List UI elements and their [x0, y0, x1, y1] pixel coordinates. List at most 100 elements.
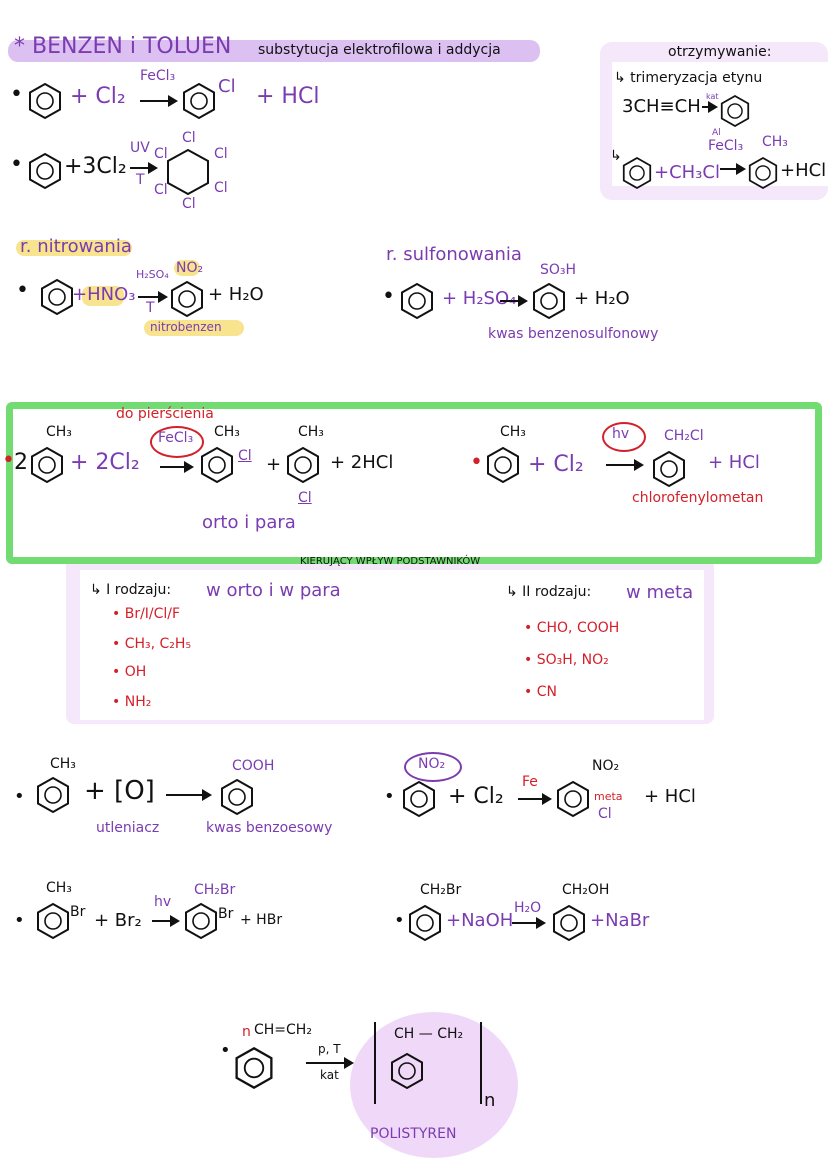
- product-name: kwas benzoesowy: [206, 820, 333, 836]
- chlorine-label: Cl: [182, 130, 196, 146]
- reagent: + Cl₂: [448, 784, 504, 809]
- reagent: +NaOH: [446, 910, 514, 931]
- catalyst: FeCl₃: [708, 138, 744, 154]
- reagent: + Cl₂: [528, 452, 584, 477]
- product: + HCl: [644, 786, 696, 807]
- reagent: +CH₃Cl: [654, 162, 720, 183]
- item-text: CHO, COOH: [536, 620, 620, 636]
- chlorine-label: Cl: [182, 196, 196, 212]
- substituent: COOH: [232, 758, 275, 774]
- chlorine-label: Cl: [214, 146, 228, 162]
- section-title: * BENZEN i TOLUEN: [14, 34, 232, 59]
- bullet: •: [470, 450, 483, 475]
- substituent: Cl: [218, 76, 236, 97]
- bromine-label: Br: [218, 906, 234, 922]
- product: + H₂O: [208, 284, 264, 305]
- benzene-ring-icon: [532, 282, 566, 320]
- benzene-ring-icon: [36, 902, 70, 940]
- type1-item: • Br/I/Cl/F: [112, 606, 181, 622]
- reagent: + 2Cl₂: [70, 450, 140, 475]
- circle-annotation: [150, 426, 204, 458]
- benzene-ring-icon: [36, 776, 70, 814]
- benzene-ring-icon: [390, 1052, 424, 1090]
- reaction-arrow: [702, 101, 718, 113]
- highlight: [174, 260, 200, 276]
- cyclohexane-ring-icon: [167, 148, 209, 196]
- catalyst: Al: [712, 128, 721, 138]
- box-inner: [612, 62, 828, 186]
- highlight: [16, 240, 132, 256]
- product: + 2HCl: [330, 452, 394, 473]
- equation: 3CH≡CH: [622, 96, 701, 117]
- benzene-ring-icon: [170, 280, 204, 318]
- type1-label: ↳ I rodzaju:: [90, 582, 172, 598]
- bromine-label: Br: [70, 904, 86, 920]
- benzene-ring-icon: [30, 446, 64, 484]
- substituent: NO₂: [418, 756, 446, 772]
- chlorine-label: Cl: [238, 448, 252, 464]
- benzene-ring-icon: [200, 446, 234, 484]
- substituent: CH₃: [46, 880, 72, 896]
- reaction-arrow: [518, 793, 552, 805]
- benzene-ring-icon: [622, 156, 652, 190]
- coefficient: n: [242, 1024, 251, 1040]
- benzene-ring-icon: [220, 778, 254, 816]
- item-text: NH₂: [124, 694, 152, 710]
- product-name: chlorofenylometan: [632, 490, 764, 506]
- type1-item: • NH₂: [112, 694, 152, 710]
- type2-item: • CN: [524, 684, 557, 700]
- meta-label: meta: [594, 790, 623, 803]
- polymer-name: POLISTYREN: [370, 1126, 457, 1142]
- catalyst: T: [146, 300, 155, 316]
- bullet: •: [10, 82, 23, 107]
- bullet: •: [394, 910, 405, 931]
- reaction-arrow: [606, 459, 644, 471]
- type1-description: w orto i w para: [206, 580, 341, 601]
- benzene-ring-icon: [234, 1046, 274, 1090]
- product: + HCl: [708, 452, 760, 473]
- reagent: +HNO₃: [72, 284, 136, 305]
- product-name: kwas benzenosulfonowy: [488, 326, 659, 342]
- reaction-arrow: [512, 917, 546, 929]
- product: + HCl: [256, 84, 320, 109]
- catalyst: hv: [612, 426, 630, 442]
- reagent: + Br₂: [94, 910, 142, 931]
- box-title: otrzymywanie:: [668, 44, 772, 60]
- product: +NaBr: [590, 910, 650, 931]
- reaction-arrow: [720, 163, 746, 175]
- highlight: [350, 1012, 518, 1158]
- reaction-arrow: [166, 789, 212, 801]
- sulfonation-title: r. sulfonowania: [386, 244, 522, 265]
- reaction-arrow: [500, 295, 528, 307]
- highlight: [82, 286, 124, 306]
- nitration-title: r. nitrowania: [20, 236, 132, 257]
- substituent: CH₃: [214, 424, 240, 440]
- plus: +: [266, 454, 282, 475]
- catalyst: H₂SO₄: [136, 268, 169, 281]
- chlorine-label: Cl: [214, 180, 228, 196]
- repeat-unit: CH — CH₂: [394, 1026, 464, 1042]
- benzene-ring-icon: [28, 152, 62, 190]
- section-subtitle: substytucja elektrofilowa i addycja: [258, 42, 501, 58]
- reaction-arrow: [160, 461, 194, 473]
- reaction-arrow: [152, 915, 180, 927]
- product-name: nitrobenzen: [150, 320, 222, 334]
- substituent: NO₂: [176, 260, 204, 276]
- type2-label: ↳ II rodzaju:: [506, 584, 592, 600]
- item-text: CN: [536, 684, 557, 700]
- type2-item: • SO₃H, NO₂: [524, 652, 609, 668]
- product: +HCl: [780, 160, 827, 181]
- type1-item: • OH: [112, 664, 147, 680]
- substituent: NO₂: [592, 758, 620, 774]
- directing-effects-title: KIERUJĄCY WPŁYW PODSTAWNIKÓW: [300, 556, 481, 567]
- oxidizer-label: utleniacz: [96, 820, 160, 836]
- reaction-arrow: [140, 95, 178, 107]
- product: + H₂O: [574, 288, 630, 309]
- catalyst: kat: [706, 92, 719, 101]
- catalyst: FeCl₃: [140, 68, 176, 84]
- substituent: CH₃: [46, 424, 72, 440]
- substituent: CH₃: [500, 424, 526, 440]
- catalyst: kat: [320, 1068, 339, 1082]
- benzene-ring-icon: [486, 446, 520, 484]
